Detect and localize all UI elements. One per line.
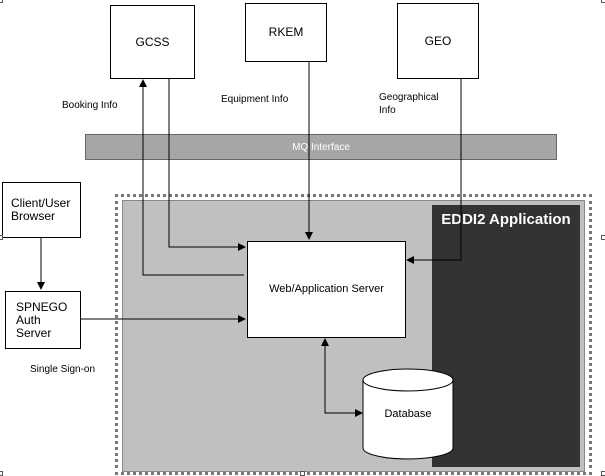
server-database-line — [324, 346, 363, 417]
selection-handle-br[interactable] — [601, 471, 605, 476]
mq-interface-bar: MQ Interface — [85, 134, 557, 160]
database-label: Database — [384, 408, 432, 420]
geographical-info-label: Geographical Info — [379, 92, 439, 116]
booking-info-label: Booking Info — [62, 100, 118, 111]
geo-to-server-line — [406, 79, 462, 264]
web-application-server-box: Web/Application Server — [247, 241, 406, 338]
web-application-server-label: Web/Application Server — [269, 283, 384, 295]
mq-interface-label: MQ Interface — [292, 141, 350, 153]
client-browser-box: Client/User Browser — [2, 182, 81, 238]
selection-handle-bl[interactable] — [0, 471, 3, 476]
application-dark-panel — [432, 205, 580, 467]
geo-box: GEO — [397, 3, 479, 79]
equipment-info-label: Equipment Info — [221, 94, 289, 105]
selection-handle-bm[interactable] — [300, 471, 305, 476]
server-to-gcss-line — [139, 79, 244, 276]
selection-handle-ml[interactable] — [0, 235, 3, 240]
selection-handle-mr[interactable] — [601, 235, 605, 240]
rkem-box: RKEM — [245, 3, 327, 62]
selection-frame — [115, 194, 592, 475]
gcss-to-server-line — [168, 79, 246, 251]
spnego-label: SPNEGO Auth Server — [16, 299, 68, 340]
client-browser-label: Client/User Browser — [11, 196, 71, 223]
rkem-label: RKEM — [268, 25, 304, 39]
selection-handle-tr[interactable] — [601, 0, 605, 3]
selection-handle-tl[interactable] — [0, 0, 3, 3]
geo-label: GEO — [424, 33, 452, 48]
single-sign-on-label: Single Sign-on — [30, 364, 96, 375]
gcss-label: GCSS — [135, 34, 170, 49]
gcss-box: GCSS — [110, 5, 195, 79]
application-title: EDDI2 Application — [441, 211, 571, 228]
spnego-box: SPNEGO Auth Server — [5, 291, 81, 349]
